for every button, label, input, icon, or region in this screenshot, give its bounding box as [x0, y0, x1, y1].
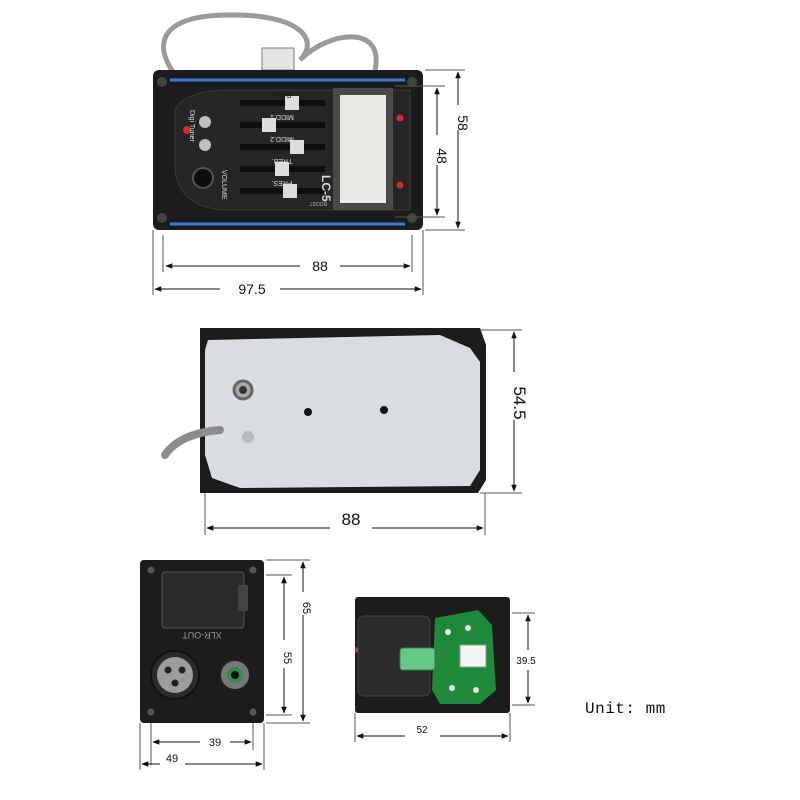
back-plate — [161, 328, 486, 493]
slider-label: MIDD.2 — [270, 135, 294, 142]
eq-dimension-lines: 88 97.5 48 58 — [152, 69, 471, 297]
slider-label: PRES. — [271, 179, 292, 186]
dimension-label-width: 88 — [342, 510, 361, 529]
dimension-label-inner-height: 48 — [434, 148, 450, 164]
screw-icon — [147, 566, 155, 574]
eq-front-panel: BASS MIDD.1 MIDD.2 TREB. PRES. VOLUME Di… — [153, 12, 423, 230]
cable — [161, 12, 379, 77]
unit-label: Unit: mm — [585, 700, 666, 718]
slider-label: BASS — [272, 91, 291, 98]
slider-label: TREB. — [272, 157, 293, 164]
dimension-label-height-outer: 65 — [300, 602, 312, 614]
dimension-label-height: 54.5 — [510, 386, 529, 419]
hole-icon — [242, 431, 254, 443]
model-label: LC-5 — [319, 175, 333, 202]
screw-icon — [157, 213, 167, 223]
slider-label: MIDD.1 — [270, 113, 294, 120]
tuner-board — [355, 597, 510, 713]
led-icon — [396, 181, 404, 189]
led-icon — [183, 126, 191, 134]
boost-label: BOOST — [309, 200, 327, 206]
screw-icon — [407, 77, 417, 87]
volume-knob — [192, 167, 214, 189]
board-dimension-lines: 52 39.5 — [354, 612, 536, 742]
led-icon — [396, 114, 404, 122]
connector — [261, 47, 295, 71]
dimension-label-height: 39.5 — [516, 656, 536, 667]
hole-icon — [380, 406, 388, 414]
screw-icon — [249, 566, 257, 574]
slider-label: VOLUME — [220, 170, 227, 200]
hole-icon — [304, 408, 312, 416]
back-dimension-lines: 88 54.5 — [204, 329, 529, 535]
chip — [459, 644, 487, 668]
screw-icon — [407, 213, 417, 223]
phase-button — [199, 139, 211, 151]
dimension-label-width: 52 — [416, 725, 428, 736]
screw-icon — [147, 708, 155, 716]
dimension-label-inner-width: 88 — [312, 258, 328, 274]
dimension-label-outer-height: 58 — [455, 115, 471, 131]
tuner-button — [199, 116, 211, 128]
screw-icon — [249, 708, 257, 716]
metal-plate — [205, 335, 480, 488]
slider-group — [240, 96, 325, 198]
dimension-label-width-inner: 39 — [209, 737, 221, 749]
capacitor — [399, 647, 436, 671]
battery-cover — [161, 571, 245, 629]
cable — [161, 426, 224, 459]
dimension-label-height-inner: 55 — [281, 652, 293, 664]
screw-icon — [157, 77, 167, 87]
jack-dimension-lines: 65 55 39 49 — [139, 559, 312, 770]
dimension-label-outer-width: 97.5 — [238, 281, 265, 297]
panel-label: XLR-OUT — [182, 630, 222, 640]
brand-label: Digi Tuner — [188, 110, 195, 143]
dimension-label-width-outer: 49 — [166, 753, 178, 765]
lcd-screen — [340, 95, 386, 203]
output-jack-plate: XLR-OUT — [140, 560, 264, 723]
